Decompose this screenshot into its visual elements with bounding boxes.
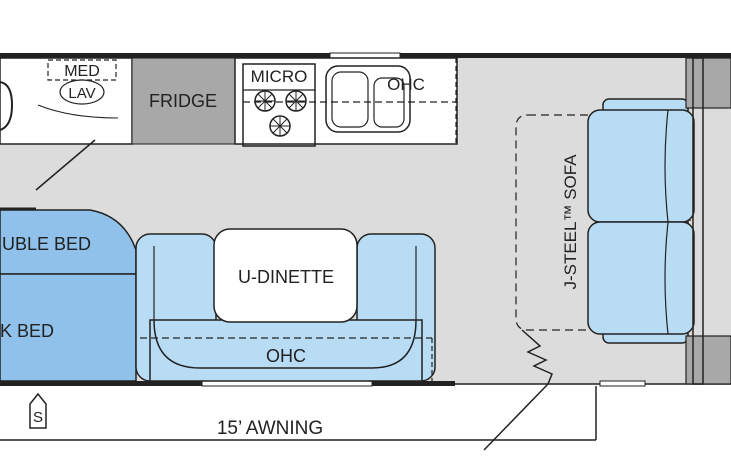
awning-label: 15’ AWNING bbox=[217, 418, 323, 439]
bath-door bbox=[35, 139, 96, 191]
lav-sink bbox=[59, 79, 105, 105]
micro-label: MICRO bbox=[251, 67, 308, 86]
sofa-arm-line-1 bbox=[664, 109, 669, 223]
dinette-bench-bottom bbox=[149, 319, 423, 382]
sofa-cushion-1 bbox=[587, 109, 695, 223]
sofa-cushion-2 bbox=[587, 221, 695, 335]
s-symbol-shape bbox=[29, 392, 47, 429]
dinette-seat-curve bbox=[153, 319, 417, 369]
sofa-label: J-STEEL™ SOFA bbox=[561, 154, 580, 290]
ohc-kitchen-label: OHC bbox=[387, 75, 425, 94]
sink-basin-left bbox=[331, 71, 369, 128]
bath-door-arc bbox=[37, 104, 119, 119]
ohc-dinette-label: OHC bbox=[266, 346, 306, 366]
lav-label: LAV bbox=[68, 85, 95, 102]
fridge-label: FRIDGE bbox=[149, 91, 217, 111]
sofa-arm-line-2 bbox=[664, 221, 669, 335]
bunk-bed bbox=[0, 273, 137, 382]
fridge bbox=[131, 57, 236, 145]
entry-pointer bbox=[483, 383, 549, 451]
microwave bbox=[242, 63, 316, 147]
entry-door-spring bbox=[521, 329, 553, 385]
burner-1 bbox=[254, 90, 276, 112]
dinette-table bbox=[213, 228, 358, 323]
toilet-edge bbox=[0, 81, 14, 131]
double-bed-label: UBLE BED bbox=[2, 234, 91, 254]
burner-3 bbox=[269, 115, 291, 137]
bunk-bed-label: K BED bbox=[0, 321, 54, 341]
sofa-slide-outline bbox=[515, 114, 691, 331]
u-dinette-label: U-DINETTE bbox=[238, 267, 334, 287]
slide-out-frame bbox=[692, 57, 704, 385]
burner-2 bbox=[285, 90, 307, 112]
med-label: MED bbox=[64, 63, 100, 80]
bottom-right-window bbox=[599, 380, 646, 387]
s-symbol-label: S bbox=[33, 409, 43, 426]
